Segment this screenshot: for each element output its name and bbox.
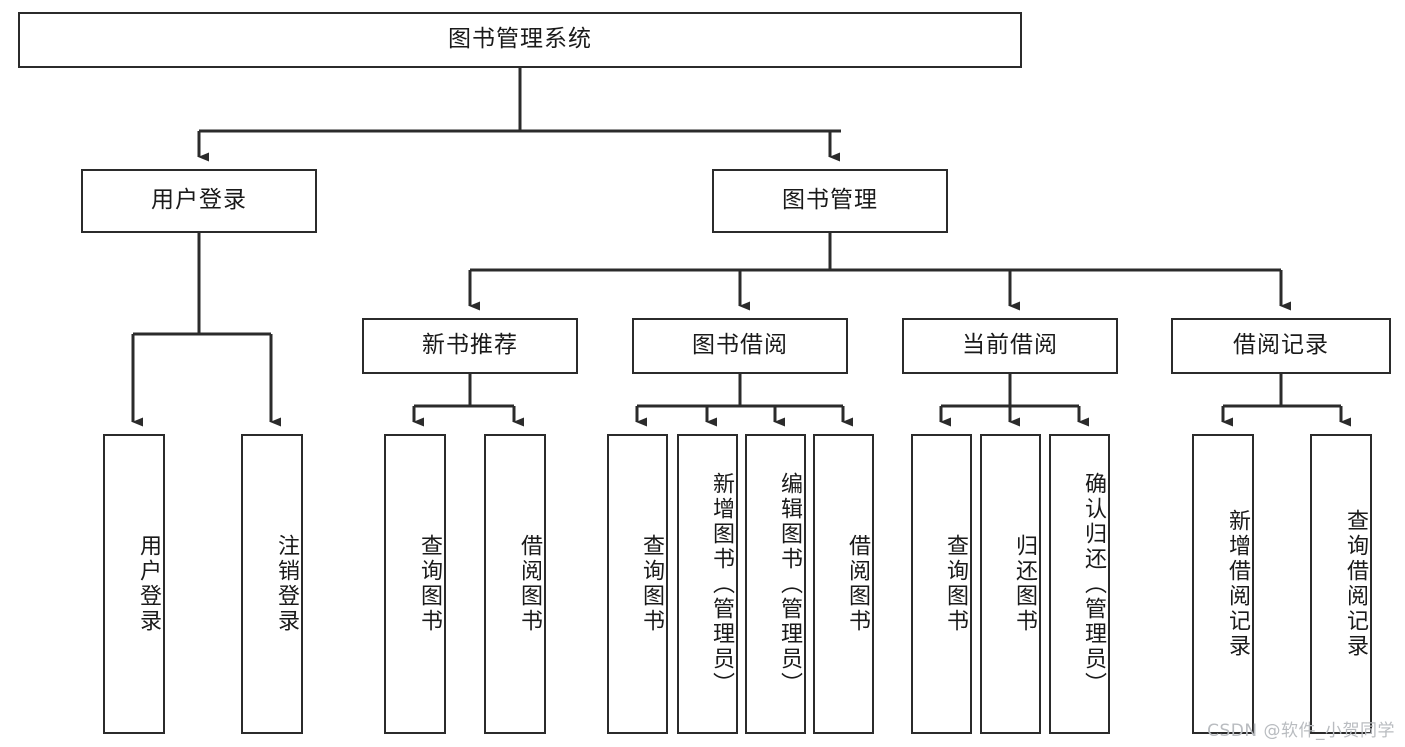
node-label: 借阅记录 — [1233, 332, 1329, 359]
node-label: 确认归还（管理员） — [1081, 471, 1106, 697]
node-label: 借阅图书 — [517, 534, 542, 634]
node-label: 图书借阅 — [692, 332, 788, 359]
node-label: 图书管理系统 — [448, 26, 592, 53]
node-label: 查询图书 — [639, 534, 664, 634]
node-label: 编辑图书（管理员） — [777, 471, 802, 697]
node-label: 注销登录 — [274, 534, 299, 634]
node-label: 新增借阅记录 — [1225, 509, 1250, 659]
leaf-add-book-admin[interactable]: 新增图书（管理员） — [677, 434, 738, 734]
node-label: 新增图书（管理员） — [709, 471, 734, 697]
node-label: 借阅图书 — [845, 534, 870, 634]
node-borrowing-record[interactable]: 借阅记录 — [1171, 318, 1391, 374]
watermark: CSDN @软件_小贺同学 — [1207, 721, 1395, 741]
leaf-borrow-book-recommend[interactable]: 借阅图书 — [484, 434, 546, 734]
node-label: 图书管理 — [782, 187, 878, 214]
leaf-query-book-borrow[interactable]: 查询图书 — [607, 434, 668, 734]
node-label: 查询图书 — [417, 534, 442, 634]
leaf-query-book-recommend[interactable]: 查询图书 — [384, 434, 446, 734]
leaf-return-book[interactable]: 归还图书 — [980, 434, 1041, 734]
node-label: 用户登录 — [151, 187, 247, 214]
leaf-add-borrow-record[interactable]: 新增借阅记录 — [1192, 434, 1254, 734]
node-book-management[interactable]: 图书管理 — [712, 169, 948, 233]
leaf-user-login[interactable]: 用户登录 — [103, 434, 165, 734]
node-book-borrowing[interactable]: 图书借阅 — [632, 318, 848, 374]
leaf-query-book-current[interactable]: 查询图书 — [911, 434, 972, 734]
leaf-edit-book-admin[interactable]: 编辑图书（管理员） — [745, 434, 806, 734]
node-user-login[interactable]: 用户登录 — [81, 169, 317, 233]
node-label: 归还图书 — [1012, 534, 1037, 634]
leaf-borrow-book[interactable]: 借阅图书 — [813, 434, 874, 734]
leaf-logout[interactable]: 注销登录 — [241, 434, 303, 734]
leaf-query-borrow-record[interactable]: 查询借阅记录 — [1310, 434, 1372, 734]
node-label: 用户登录 — [136, 534, 161, 634]
node-new-book-recommendation[interactable]: 新书推荐 — [362, 318, 578, 374]
node-current-borrowing[interactable]: 当前借阅 — [902, 318, 1118, 374]
leaf-confirm-return-admin[interactable]: 确认归还（管理员） — [1049, 434, 1110, 734]
node-label: 新书推荐 — [422, 332, 518, 359]
node-root-book-management-system[interactable]: 图书管理系统 — [18, 12, 1022, 68]
node-label: 当前借阅 — [962, 332, 1058, 359]
node-label: 查询借阅记录 — [1343, 509, 1368, 659]
node-label: 查询图书 — [943, 534, 968, 634]
